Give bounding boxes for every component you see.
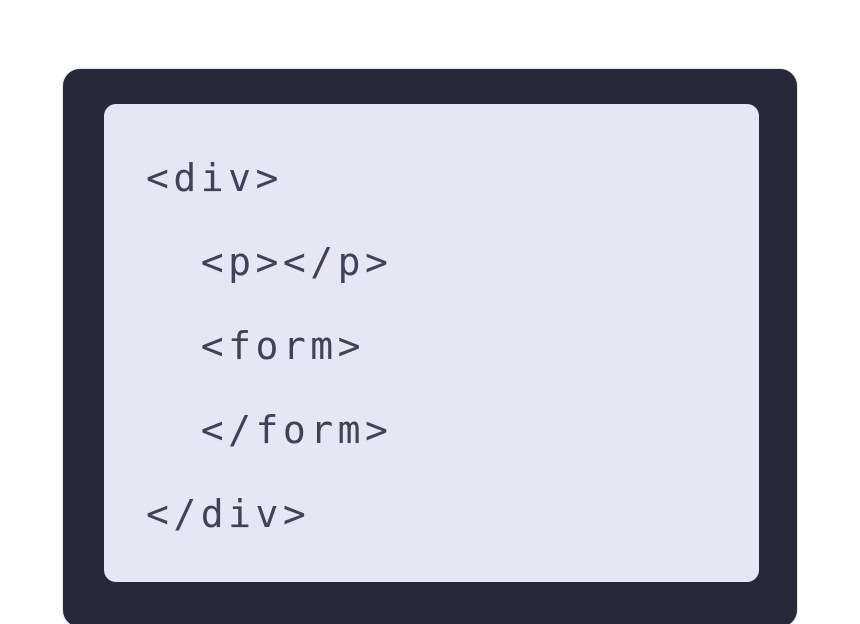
code-card: <div> <p></p> <form> </form> </div> — [62, 68, 798, 624]
code-line-p: <p></p> — [146, 240, 393, 284]
code-line-form-close: </form> — [146, 408, 393, 452]
code-line-form-open: <form> — [146, 324, 366, 368]
code-line-div-close: </div> — [146, 492, 311, 536]
code-panel: <div> <p></p> <form> </form> </div> — [104, 104, 759, 582]
code-line-div-open: <div> — [146, 156, 283, 200]
code-block: <div> <p></p> <form> </form> </div> — [104, 104, 759, 556]
